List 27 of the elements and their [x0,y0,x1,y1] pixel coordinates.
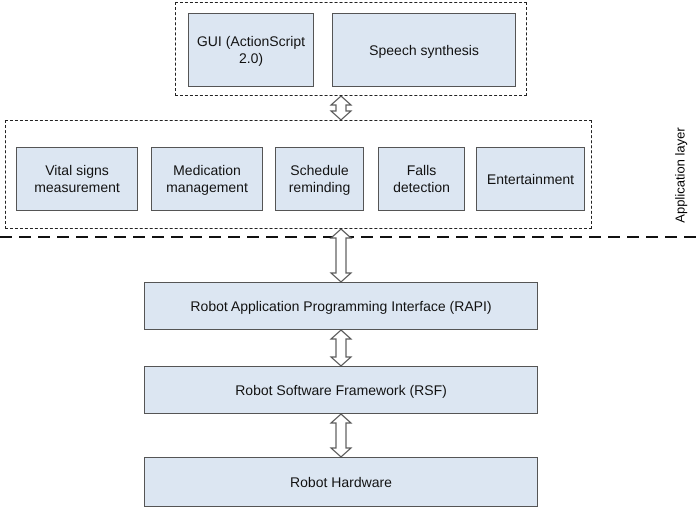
process-box [144,457,538,507]
box-label: GUI (ActionScript 2.0) [196,33,306,67]
group-frame [5,120,592,229]
double-arrow [329,228,353,283]
process-box [378,147,465,211]
box-label: Falls detection [392,162,451,196]
layer-label: Application layer [672,127,688,223]
process-box [144,282,538,330]
box-label: Speech synthesis [369,42,479,58]
box-label: Medication management [165,162,249,196]
box-label: Schedule reminding [288,162,352,196]
process-box [476,147,585,211]
process-box [332,13,516,87]
box-label: Robot Software Framework (RSF) [235,382,447,398]
double-arrow [329,95,353,121]
group-frame [175,2,527,96]
box-label: Vital signs measurement [33,162,121,196]
double-arrow [329,329,353,367]
double-arrow [329,413,353,458]
process-box [151,147,263,211]
process-box [16,147,138,211]
process-box [144,366,538,414]
process-box [275,147,364,211]
box-label: Robot Application Programming Interface (RAPI) [190,298,492,314]
box-label: Robot Hardware [290,474,392,490]
box-label: Entertainment [486,170,574,188]
process-box [188,13,314,87]
